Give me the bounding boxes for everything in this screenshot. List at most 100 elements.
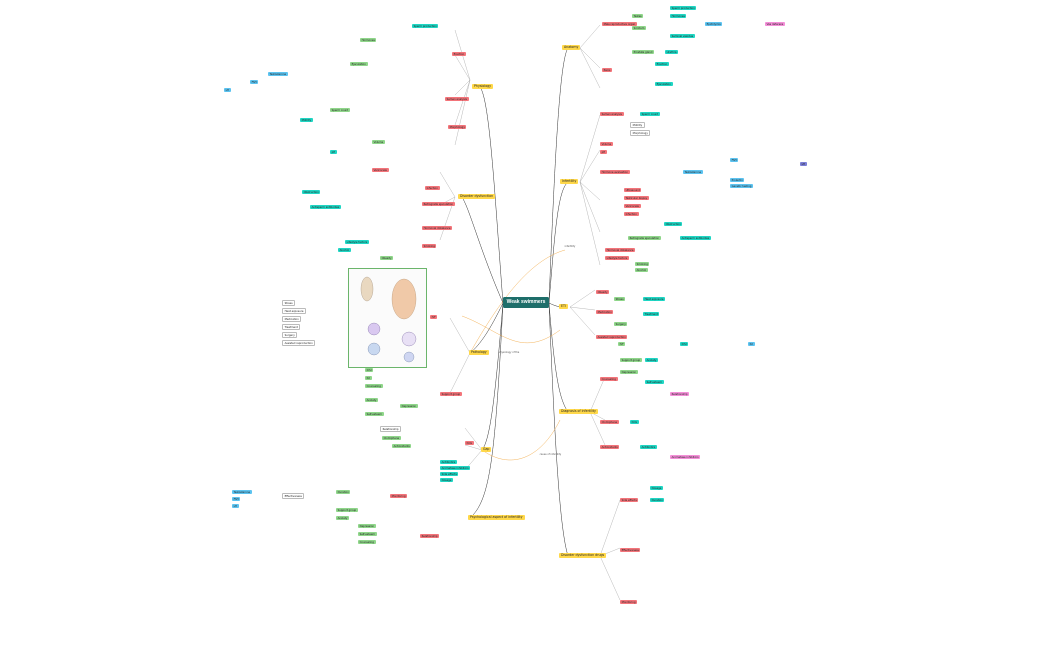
node-obesity[interactable]: Obesity [596,290,610,295]
node-testes[interactable]: Testes [632,14,644,19]
node-side-effects[interactable]: Side effects [620,498,639,503]
node-left-1[interactable]: Sperm production [412,24,439,29]
node-infection[interactable]: Infection [624,212,639,217]
node-left-29[interactable]: Assisted reproduction [282,340,316,347]
node-left-12[interactable]: Volume [372,140,385,145]
node-left-52[interactable]: Support group [336,508,358,513]
node-left-2[interactable]: Hormones [360,38,377,43]
node-antibiotics[interactable]: Antibiotics [640,445,657,450]
node-ph[interactable]: pH [600,150,607,155]
node-left-16[interactable]: Obstruction [302,190,321,195]
node-left-31[interactable]: ICSI [365,368,374,373]
node-antioxidants[interactable]: Antioxidants [600,445,620,450]
node-prolactin[interactable]: Prolactin [730,178,745,183]
node-hormone-eval[interactable]: Hormone evaluation [600,170,630,175]
node-left-51[interactable]: LH [232,504,239,509]
node-left-6[interactable]: FSH [250,80,259,85]
node-left-15[interactable]: Infection [425,186,440,191]
node-left-5[interactable]: Testosterone [268,72,288,77]
node-erection[interactable]: Erection [655,62,669,67]
node-left-41[interactable]: Antioxidants [392,444,412,449]
branch-disorder-dysfunction[interactable]: Disorder dysfunction [458,194,496,199]
node-alcohol[interactable]: Alcohol [635,268,648,273]
node-clomiphene[interactable]: Clomiphene [600,420,619,425]
node-medication[interactable]: Medication [596,310,614,315]
node-hormones[interactable]: Hormones [670,14,687,19]
node-fsh[interactable]: FSH [730,158,739,163]
node-left-53[interactable]: Anxiety [336,516,350,521]
branch-anatomy[interactable]: Anatomy [562,45,581,50]
node-left-55[interactable]: Self-esteem [358,532,377,537]
node-left-33[interactable]: Counseling [365,384,383,389]
node-left-23[interactable]: Obesity [380,256,394,261]
node-left-54[interactable]: Depression [358,524,376,529]
node-antisperm[interactable]: Antisperm antibodies [680,236,711,241]
node-epididymis[interactable]: Epididymis [705,22,723,27]
node-left-45[interactable]: Dosage [440,478,453,483]
node-left-42[interactable]: Antibiotics [440,460,457,465]
node-left-43[interactable]: Aromatase inhibitors [440,466,471,471]
branch-drugs[interactable]: Disorder dysfunction drugs [559,553,607,558]
branch-infertility[interactable]: Infertility [560,179,579,184]
node-volume[interactable]: Volume [600,142,613,147]
node-left-18[interactable]: Antisperm antibodies [310,205,341,210]
node-relationship[interactable]: Relationship [670,392,690,397]
node-monitoring[interactable]: Monitoring [620,600,638,605]
node-hormonal-imbalance[interactable]: Hormonal imbalance [605,248,636,253]
node-sperm-count[interactable]: Sperm count [640,112,660,117]
node-obstruction[interactable]: Obstruction [664,222,683,227]
node-male-organ[interactable]: Male reproductive organ [602,22,637,27]
node-stress[interactable]: Stress [614,297,626,302]
node-left-11[interactable]: Morphology [448,125,467,130]
node-left-46[interactable]: Duration [336,490,351,495]
node-left-56[interactable]: Relationship [420,534,440,539]
node-biopsy[interactable]: Testicular biopsy [624,196,649,201]
node-surgery[interactable]: Surgery [614,322,628,327]
node-left-19[interactable]: Hormonal imbalance [422,226,453,231]
node-left-28[interactable]: Surgery [282,332,298,339]
node-left-24[interactable]: Stress [282,300,296,307]
node-sperm-production[interactable]: Sperm production [670,6,697,11]
node-urethra[interactable]: Urethra [665,50,679,55]
node-semen-analysis[interactable]: Semen analysis [600,112,624,117]
node-vas-deferens[interactable]: Vas deferens [765,22,785,27]
node-left-49[interactable]: Testosterone [232,490,252,495]
node-left-22[interactable]: Alcohol [338,248,351,253]
node-left-3[interactable]: Erection [452,52,466,57]
node-counseling[interactable]: Counseling [600,377,618,382]
node-left-57[interactable]: Counseling [358,540,376,545]
node-left-8[interactable]: Semen analysis [445,97,469,102]
node-lifestyle[interactable]: Lifestyle factors [605,256,629,261]
node-depression[interactable]: Depression [620,370,638,375]
node-left-4[interactable]: Ejaculation [350,62,368,67]
node-anxiety[interactable]: Anxiety [645,358,659,363]
node-left-44[interactable]: Side effects [440,472,459,477]
node-left-27[interactable]: Treatment [282,324,301,331]
node-aromatase[interactable]: Aromatase inhibitors [670,455,701,460]
node-effectiveness[interactable]: Effectiveness [620,548,641,553]
node-duration[interactable]: Duration [650,498,665,503]
node-support[interactable]: Support group [620,358,642,363]
node-ultrasound[interactable]: Ultrasound [624,188,642,193]
node-left-32[interactable]: IUI [365,376,372,381]
node-left-20[interactable]: Lifestyle factors [345,240,369,245]
node-self-esteem[interactable]: Self-esteem [645,380,664,385]
node-left-39[interactable]: Clomiphene [382,436,401,441]
node-dosage[interactable]: Dosage [650,486,663,491]
node-left-34[interactable]: Support group [440,392,462,397]
branch-eti[interactable]: ETI [559,304,568,309]
node-left-13[interactable]: pH [330,150,337,155]
node-iui[interactable]: IUI [748,342,755,347]
node-seminal-vesicles[interactable]: Seminal vesicles [670,34,695,39]
node-left-37[interactable]: Self-esteem [365,412,384,417]
node-morphology[interactable]: Morphology [630,130,651,137]
branch-pathology[interactable]: Pathology [469,350,489,355]
node-testosterone[interactable]: Testosterone [683,170,703,175]
node-genetic[interactable]: Genetic testing [730,184,754,189]
node-penis[interactable]: Penis [602,68,612,73]
node-varicocele[interactable]: Varicocele [624,204,641,209]
node-left-35[interactable]: Anxiety [365,398,379,403]
node-smoking[interactable]: Smoking [635,262,650,267]
branch-psychological[interactable]: Psychological aspect of infertility [468,515,525,520]
node-lh[interactable]: LH [800,162,807,167]
